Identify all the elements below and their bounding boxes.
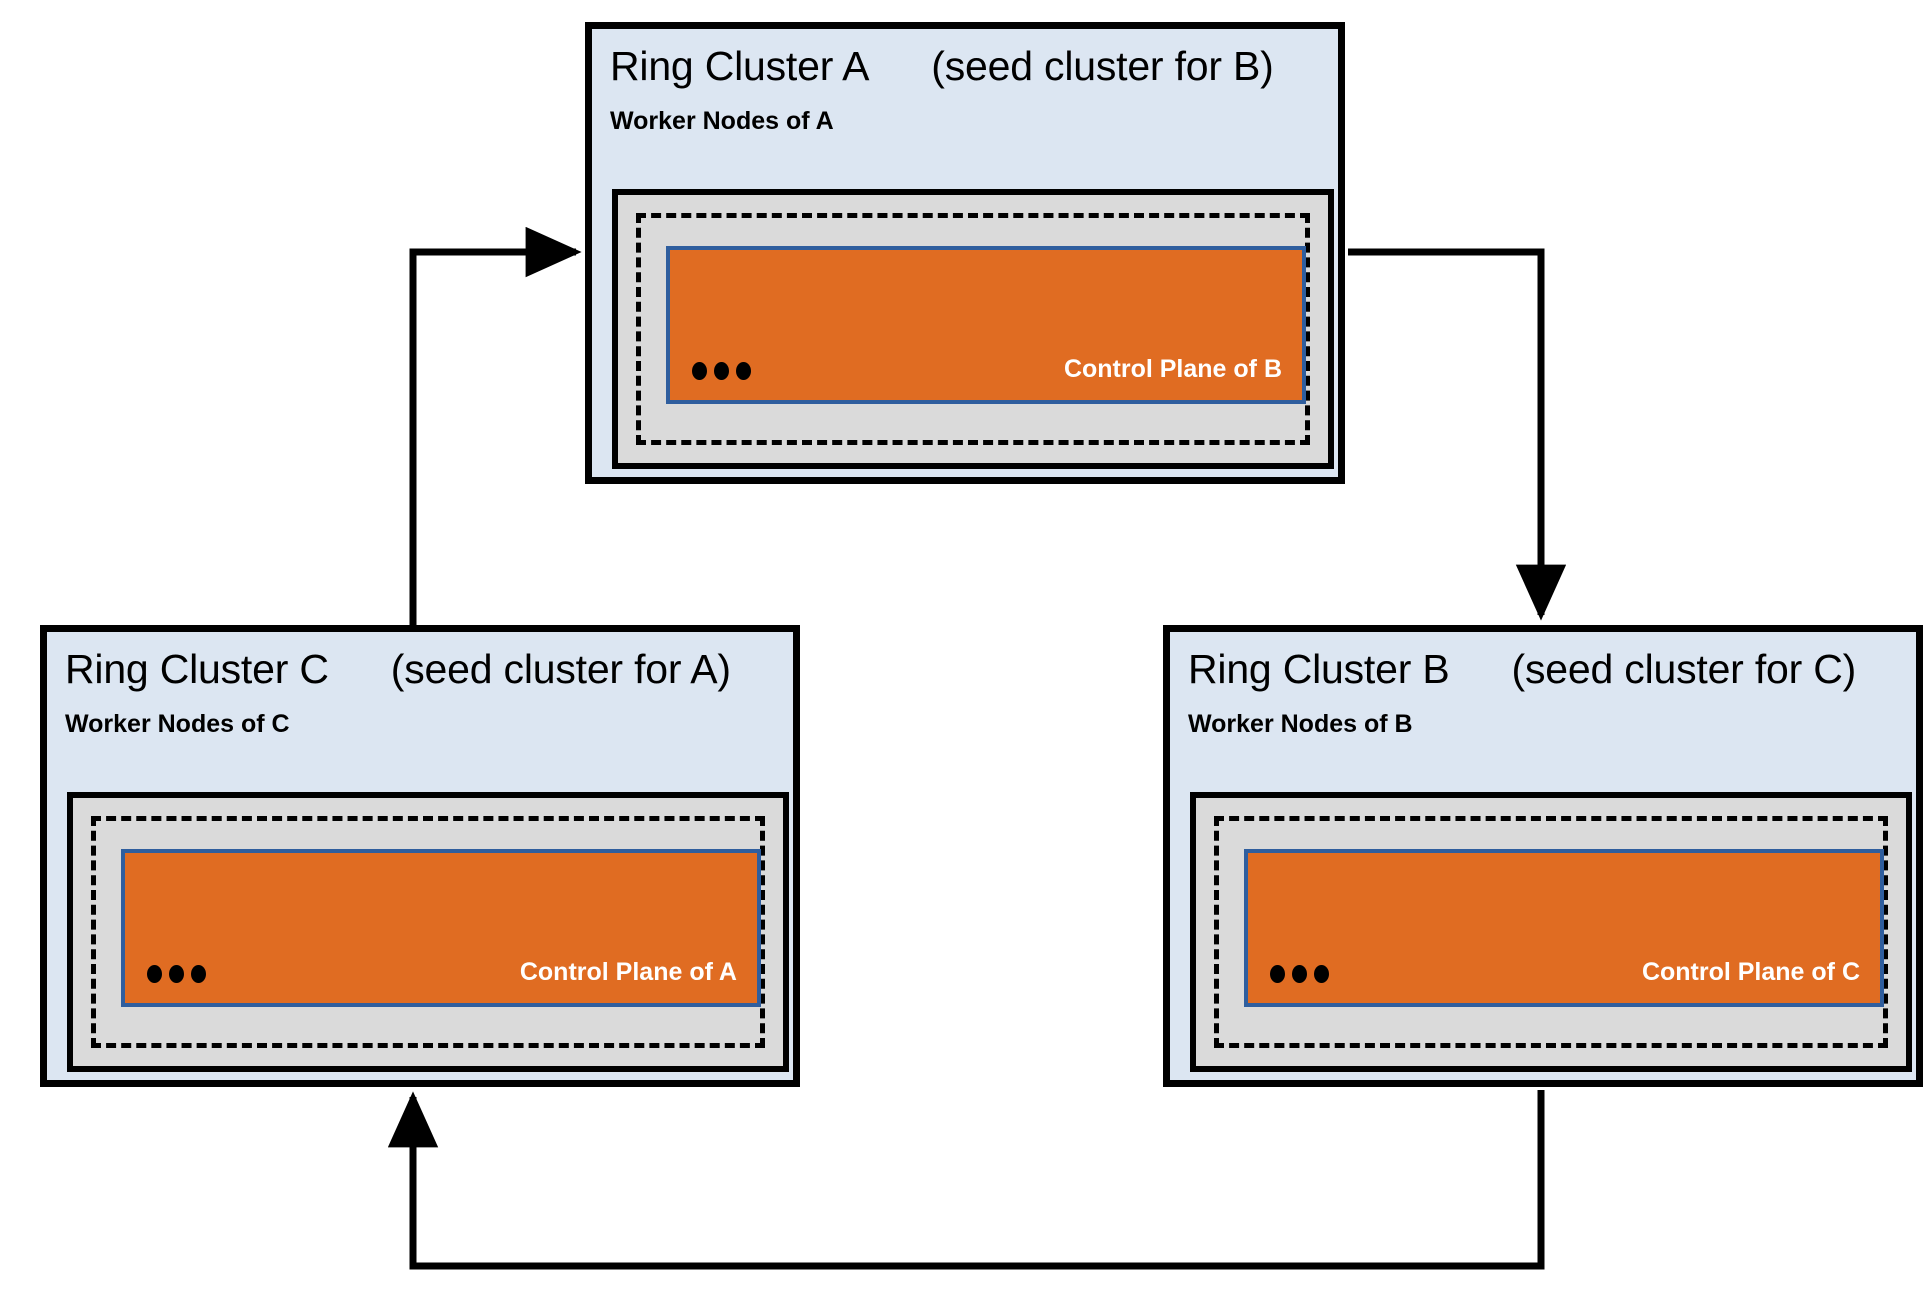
cluster-c-header: Ring Cluster C (seed cluster for A) — [65, 638, 783, 700]
cluster-c-subtitle: (seed cluster for A) — [390, 645, 731, 692]
cluster-a-subtitle: (seed cluster for B) — [931, 42, 1274, 89]
cluster-c-title: Ring Cluster C — [65, 645, 329, 692]
cluster-c-ellipsis-icon — [147, 965, 206, 983]
cluster-a-ellipsis-icon — [692, 362, 751, 380]
cluster-b-control-plane-label: Control Plane of C — [1641, 958, 1860, 986]
cluster-b-header: Ring Cluster B (seed cluster for C) — [1188, 638, 1906, 700]
cluster-c-node-boundary: Control Plane of A — [91, 816, 765, 1048]
cluster-a-control-plane-label: Control Plane of B — [1063, 355, 1282, 383]
cluster-c: Ring Cluster C (seed cluster for A) Work… — [40, 625, 800, 1087]
cluster-b: Ring Cluster B (seed cluster for C) Work… — [1163, 625, 1923, 1087]
cluster-b-worker-nodes-label: Worker Nodes of B — [1188, 710, 1413, 738]
cluster-b-node-boundary: Control Plane of C — [1214, 816, 1888, 1048]
cluster-c-worker-nodes-label: Worker Nodes of C — [65, 710, 290, 738]
cluster-a-worker-nodes-label: Worker Nodes of A — [610, 107, 834, 135]
cluster-b-title: Ring Cluster B — [1188, 645, 1450, 692]
cluster-b-control-plane-box: Control Plane of C — [1244, 849, 1884, 1007]
connector-c-to-a — [409, 226, 582, 628]
cluster-a-worker-nodes-box: Control Plane of B — [612, 189, 1334, 469]
cluster-b-ellipsis-icon — [1270, 965, 1329, 983]
connector-b-to-c — [387, 1090, 1545, 1270]
cluster-c-control-plane-label: Control Plane of A — [519, 958, 737, 986]
cluster-a-control-plane-box: Control Plane of B — [666, 246, 1306, 404]
cluster-c-worker-nodes-box: Control Plane of A — [67, 792, 789, 1072]
cluster-c-control-plane-box: Control Plane of A — [121, 849, 761, 1007]
cluster-b-worker-nodes-box: Control Plane of C — [1190, 792, 1912, 1072]
cluster-a: Ring Cluster A (seed cluster for B) Work… — [585, 22, 1345, 484]
cluster-b-subtitle: (seed cluster for C) — [1511, 645, 1857, 692]
connector-a-to-b — [1348, 248, 1567, 621]
cluster-a-node-boundary: Control Plane of B — [636, 213, 1310, 445]
cluster-a-header: Ring Cluster A (seed cluster for B) — [610, 35, 1328, 97]
cluster-a-title: Ring Cluster A — [610, 42, 870, 89]
